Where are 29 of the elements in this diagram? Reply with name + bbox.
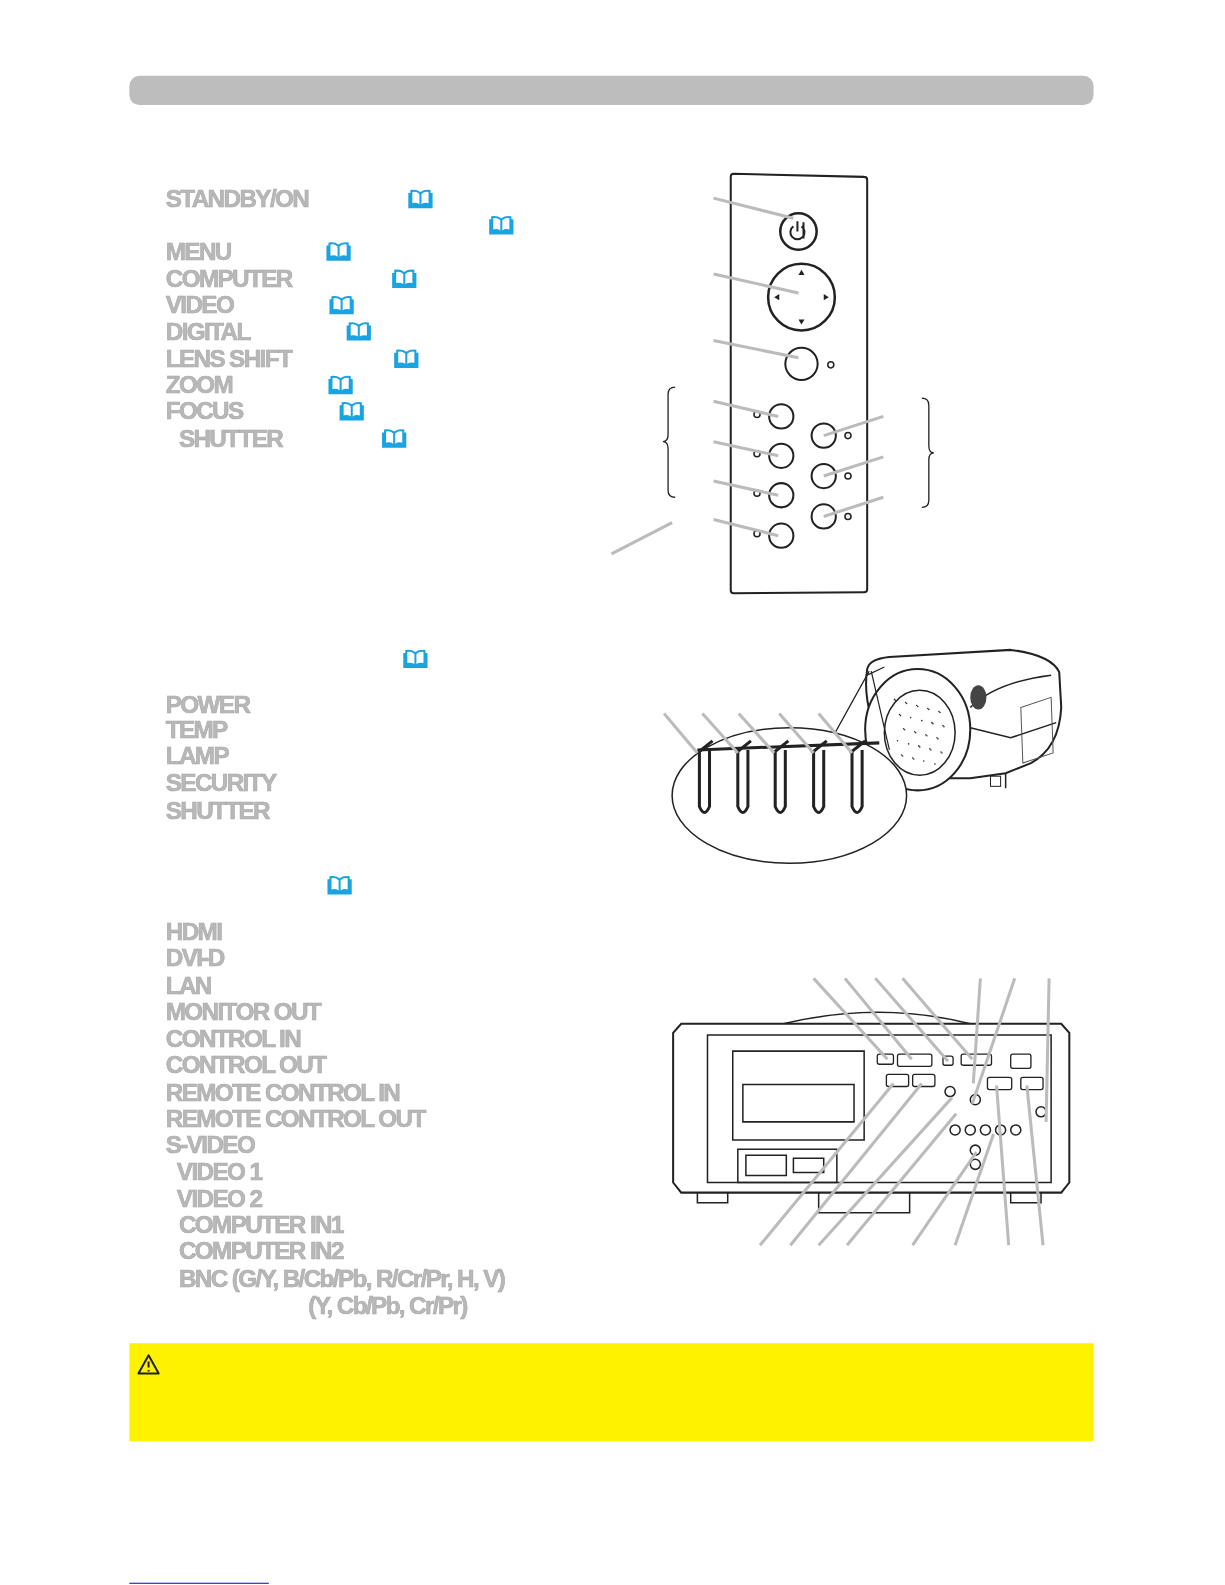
part-name: SECURITY xyxy=(165,770,276,797)
part-name: CONTROL OUT xyxy=(165,1052,326,1079)
part-name: LAN xyxy=(165,972,211,999)
part-name: FOCUS xyxy=(165,398,243,425)
part-name: STANDBY/ON xyxy=(165,185,309,213)
part-name: MENU xyxy=(165,238,231,265)
part-name: DVI-D xyxy=(165,945,224,972)
part-name: VIDEO 2 xyxy=(176,1185,262,1212)
part-name: LENS SHIFT xyxy=(165,345,292,372)
part-name: CONTROL IN xyxy=(165,1025,301,1053)
part-name: REMOTE CONTROL OUT xyxy=(165,1105,425,1132)
part-name: COMPUTER IN2 xyxy=(178,1238,343,1265)
part-name: LAMP xyxy=(165,742,228,770)
part-name: COMPUTER xyxy=(165,265,292,293)
part-name: SHUTTER xyxy=(178,425,283,452)
part-name: VIDEO xyxy=(165,292,234,319)
part-name: BNC (G/Y, B/Cb/Pb, R/Cr/Pr, H, V) xyxy=(178,1265,505,1292)
part-name: DIGITAL xyxy=(165,318,250,345)
part-name: SHUTTER xyxy=(165,797,269,824)
part-name: COMPUTER IN1 xyxy=(178,1211,343,1239)
part-name: HDMI xyxy=(165,918,222,945)
part-name: TEMP xyxy=(165,716,227,743)
part-name: POWER xyxy=(165,691,250,718)
part-name: REMOTE CONTROL IN xyxy=(165,1079,400,1106)
part-name: (Y, Cb/Pb, Cr/Pr) xyxy=(308,1292,467,1319)
part-name: MONITOR OUT xyxy=(165,998,320,1025)
part-name: VIDEO 1 xyxy=(176,1159,262,1186)
part-name: ZOOM xyxy=(165,371,233,399)
part-name: S-VIDEO xyxy=(165,1132,255,1159)
